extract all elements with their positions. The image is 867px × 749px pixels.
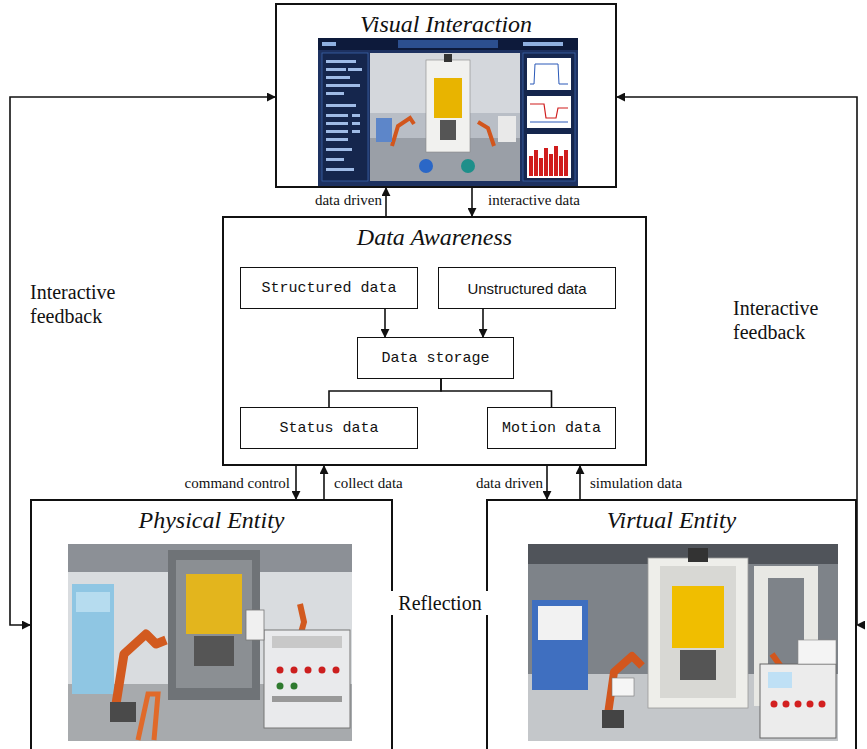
box-title: Physical Entity [32, 506, 391, 534]
virtual-scene [528, 544, 838, 741]
storage-box: Data storage [357, 337, 514, 379]
box-text: Data storage [381, 350, 489, 367]
connector [471, 188, 473, 216]
connector [329, 379, 441, 407]
edge-label: interactive data [488, 191, 618, 209]
data-box: Data AwarenessStructured data Unstructure… [222, 216, 647, 466]
edge-label: data driven [443, 474, 543, 492]
box-title: Virtual Entity [488, 506, 855, 534]
process-box: Unstructured data [438, 267, 616, 309]
box-title: Visual Interaction [277, 10, 615, 38]
connector [617, 97, 857, 625]
box-text: Structured data [261, 280, 396, 297]
edge-label: collect data [334, 474, 434, 492]
edge-label: Interactive feedback [733, 296, 851, 344]
interaction-box: Visual Interaction [275, 3, 617, 188]
process-box: Status data [240, 407, 418, 449]
connector [295, 466, 297, 499]
box-text: Unstructured data [467, 280, 586, 297]
box-text: Motion data [502, 420, 601, 437]
entity-box: Physical Entity [30, 499, 393, 749]
edge-label: Reflection [390, 591, 490, 615]
connector [579, 466, 581, 499]
edge-label: simulation data [590, 474, 720, 492]
connector [546, 466, 548, 499]
edge-label: data driven [290, 191, 382, 209]
connector [323, 466, 325, 499]
process-box: Structured data [240, 267, 418, 309]
edge-label: Interactive feedback [30, 280, 148, 328]
connector [441, 379, 552, 407]
screenshot [318, 38, 578, 186]
process-box: Motion data [487, 407, 616, 449]
connector [482, 309, 484, 337]
factory-photo [68, 544, 352, 741]
connector [10, 97, 275, 625]
edge-label: command control [140, 474, 290, 492]
box-title: Data Awareness [224, 223, 645, 251]
connector [384, 309, 386, 337]
box-text: Status data [279, 420, 378, 437]
connector [385, 188, 387, 216]
entity-box: Virtual Entity [486, 499, 857, 749]
